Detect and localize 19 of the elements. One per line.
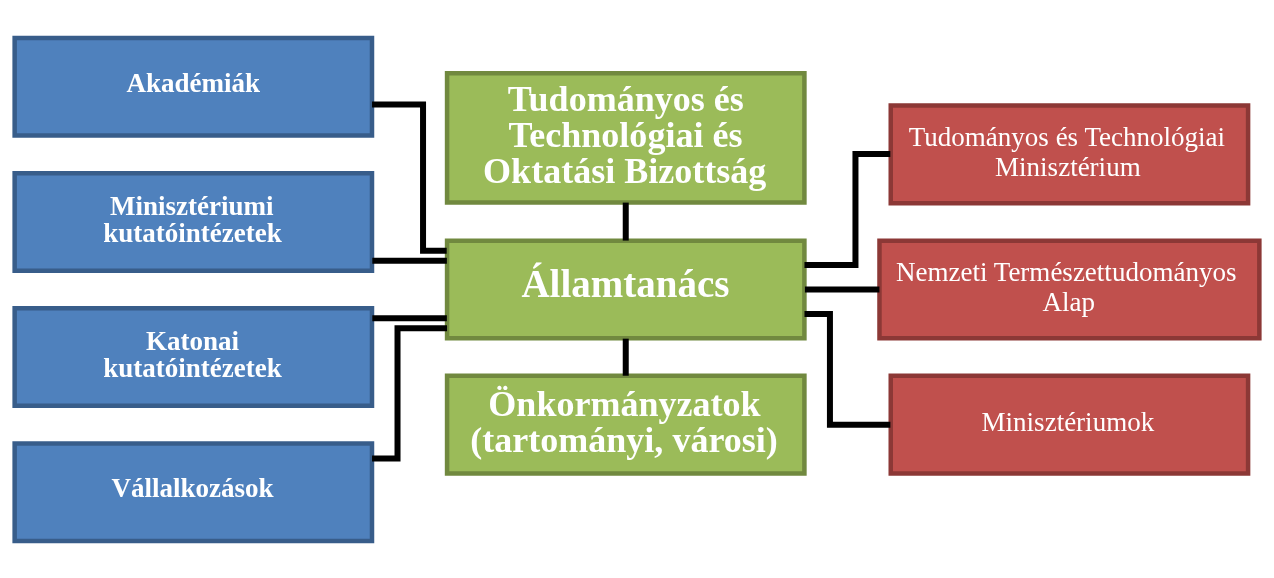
connector [804, 150, 891, 268]
node-box: Államtanács [444, 237, 807, 341]
node-box: Akadémiák [12, 35, 375, 138]
node-box: Vállalkozások [12, 440, 375, 543]
connector [804, 286, 880, 292]
connector [372, 314, 447, 321]
connector [622, 202, 629, 241]
connector [372, 100, 447, 254]
connector [804, 310, 891, 428]
node-box: Katonai kutatóintézetek [12, 305, 375, 408]
node-box: Tudományos és Technológiai és Oktatási Bizottság [444, 70, 807, 205]
node-box: Minisztériumi kutatóintézetek [12, 170, 375, 273]
node-box: Tudományos és Technológiai Minisztérium [888, 102, 1251, 205]
connector [372, 257, 447, 264]
connector [372, 324, 448, 461]
node-box: Nemzeti Természettudományos Alap [877, 237, 1262, 341]
node-box: Minisztériumok [888, 373, 1251, 476]
connector [622, 338, 629, 376]
node-box: Önkormányzatok (tartományi, városi) [444, 373, 807, 476]
